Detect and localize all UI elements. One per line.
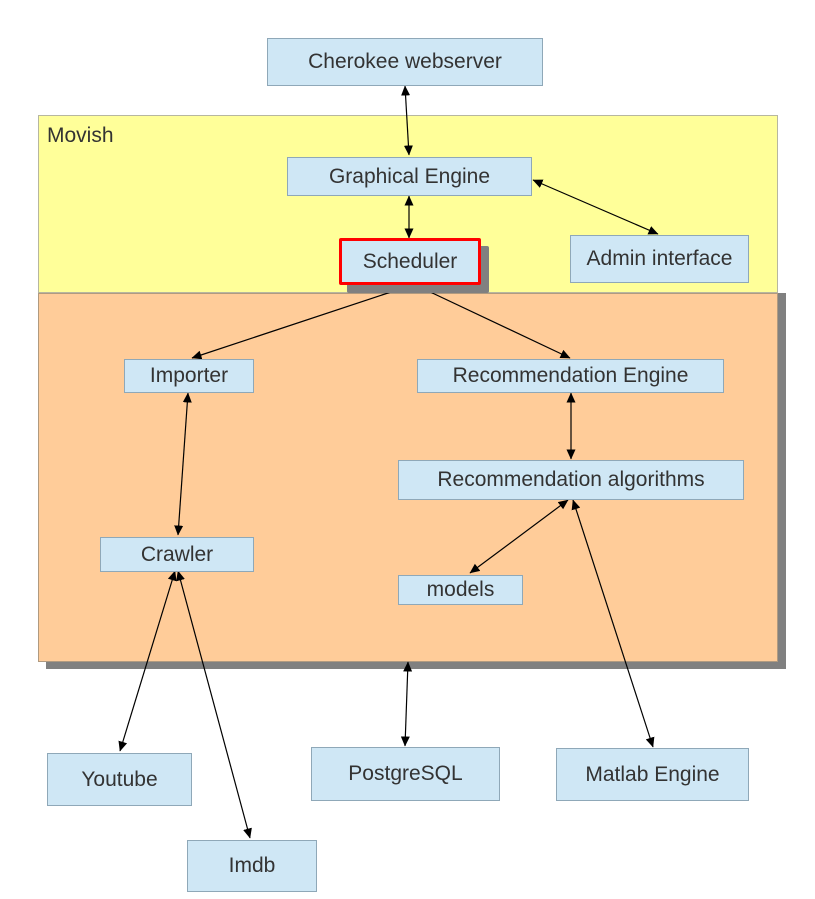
edge-recalgos-matlab — [571, 499, 655, 748]
node-recommendation-algorithms: Recommendation algorithms — [398, 460, 744, 500]
node-postgresql: PostgreSQL — [311, 747, 500, 801]
edge-scheduler-importer — [191, 289, 398, 360]
node-youtube: Youtube — [47, 753, 192, 806]
node-matlab-engine: Matlab Engine — [556, 748, 749, 801]
node-models: models — [398, 575, 523, 605]
node-admin-interface: Admin interface — [570, 235, 749, 283]
node-scheduler: Scheduler — [339, 238, 481, 285]
node-cherokee-webserver: Cherokee webserver — [267, 38, 543, 86]
movish-region-label: Movish — [47, 124, 114, 147]
edge-importer-crawler — [174, 392, 192, 536]
edge-core-postgres — [400, 661, 413, 747]
edge-crawler-youtube — [118, 570, 177, 752]
edge-recalgos-models — [469, 499, 569, 574]
node-recommendation-engine: Recommendation Engine — [417, 359, 724, 393]
edge-cherokee-graphical — [401, 85, 413, 156]
node-graphical-engine: Graphical Engine — [287, 157, 532, 196]
edge-graphical-admin — [532, 179, 659, 235]
edge-crawler-imdb — [176, 570, 252, 839]
node-crawler: Crawler — [100, 537, 254, 572]
node-imdb: Imdb — [187, 840, 317, 892]
node-importer: Importer — [124, 359, 254, 393]
edge-scheduler-recengine — [425, 289, 571, 359]
